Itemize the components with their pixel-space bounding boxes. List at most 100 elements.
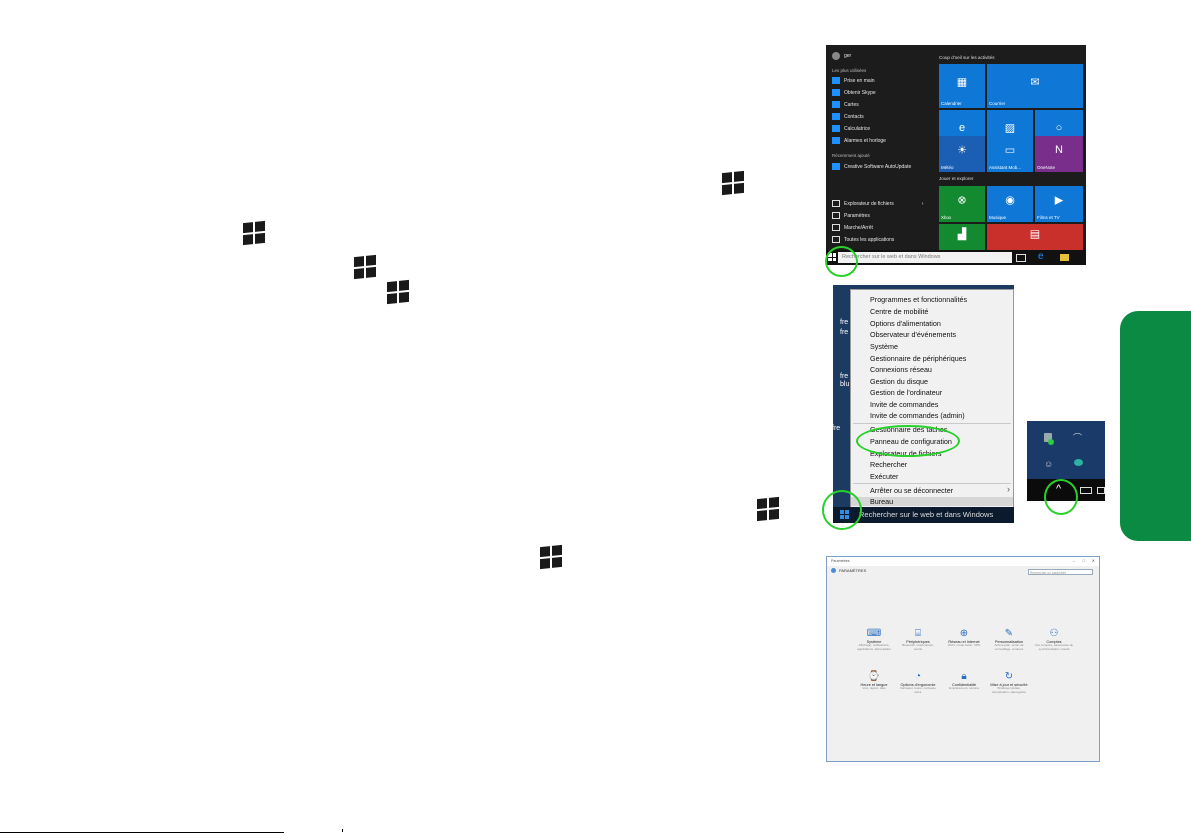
gear-icon <box>831 568 836 573</box>
menu-item-ordinateur[interactable]: Gestion de l'ordinateur <box>870 388 943 397</box>
panneau-configuration-highlight <box>856 425 960 457</box>
defender-icon[interactable] <box>1044 433 1052 442</box>
user-icon[interactable]: ☺ <box>1044 459 1054 469</box>
tile-xbox[interactable]: ⊗Xbox <box>939 186 985 222</box>
start-item-explorer[interactable]: Explorateur de fichiers› <box>832 199 923 208</box>
battery-icon[interactable] <box>1080 487 1092 494</box>
globe-icon: ⊕ <box>959 628 969 639</box>
paint-icon: ✎ <box>1004 628 1014 639</box>
wifi-icon[interactable]: ⌒ <box>1073 433 1083 443</box>
tile-finance[interactable]: ▟ <box>939 224 985 250</box>
chevron-right-icon: › <box>1007 484 1010 494</box>
show-hidden-icons-highlight <box>1044 479 1078 515</box>
search-box[interactable]: Rechercher sur le web et dans Windows <box>859 510 994 519</box>
start-button-highlight <box>825 246 858 277</box>
menu-item-executer[interactable]: Exécuter <box>870 472 899 481</box>
menu-separator <box>853 423 1011 424</box>
start-item-skype[interactable]: Obtenir Skype <box>832 88 876 97</box>
start-item-alarmes[interactable]: Alarmes et horloge <box>832 136 886 145</box>
settings-header: PARAMÈTRES <box>831 568 866 573</box>
menu-item-systeme[interactable]: Système <box>870 342 898 351</box>
tile-courrier[interactable]: ✉Courrier <box>987 64 1083 108</box>
start-button-highlight <box>822 490 862 530</box>
settings-tile-peripheriques[interactable]: ⌸ Périphériques Bluetooth, imprimantes, … <box>898 628 938 652</box>
tile-news[interactable]: ▤ <box>987 224 1083 250</box>
display-icon[interactable] <box>1097 487 1105 494</box>
start-item-calculatrice[interactable]: Calculatrice <box>832 124 870 133</box>
folder-icon <box>832 200 840 207</box>
tile-calendrier[interactable]: ▦Calendrier <box>939 64 985 108</box>
chart-icon: ▟ <box>957 228 967 241</box>
start-item-contacts[interactable]: Contacts <box>832 112 864 121</box>
ease-of-access-icon: ◔ <box>914 671 922 682</box>
maps-icon <box>832 101 840 108</box>
chevron-right-icon: › <box>921 200 924 207</box>
skype-icon <box>832 89 840 96</box>
user-account[interactable]: ger <box>832 51 851 60</box>
windows-key-icon <box>722 170 744 196</box>
start-item-power[interactable]: Marche/Arrêt <box>832 223 873 232</box>
settings-tile-reseau[interactable]: ⊕ Réseau et Internet Wi-Fi, mode Avion, … <box>944 628 984 648</box>
menu-item-disque[interactable]: Gestion du disque <box>870 377 928 386</box>
start-item-settings[interactable]: Paramètres <box>832 211 870 220</box>
menu-item-rechercher[interactable]: Rechercher <box>870 460 908 469</box>
menu-item-peripheriques[interactable]: Gestionnaire de périphériques <box>870 354 967 363</box>
person-icon: ⚇ <box>1049 628 1059 639</box>
search-box[interactable]: Rechercher sur le web et dans Windows <box>838 252 1012 263</box>
menu-item-invite[interactable]: Invite de commandes <box>870 400 939 409</box>
start-menu-screenshot: ger Les plus utilisées Prise en main Obt… <box>826 45 1086 265</box>
windows-key-icon <box>243 220 265 246</box>
menu-item-programmes[interactable]: Programmes et fonctionnalités <box>870 295 968 304</box>
menu-item-invite-admin[interactable]: Invite de commandes (admin) <box>870 411 965 420</box>
maximize-icon[interactable]: □ <box>1082 558 1085 563</box>
power-icon <box>832 224 840 231</box>
menu-item-arreter[interactable]: Arrêter ou se déconnecter <box>870 486 954 495</box>
network-icon[interactable] <box>1074 459 1083 466</box>
creative-icon <box>832 163 840 170</box>
settings-tile-heure-langue[interactable]: ⌚ Heure et langue Voix, région, date <box>854 671 894 691</box>
music-icon: ◉ <box>1005 194 1015 207</box>
menu-item-observateur[interactable]: Observateur d'événements <box>870 330 957 339</box>
time-language-icon: ⌚ <box>867 671 881 682</box>
check-badge-icon <box>1048 439 1054 445</box>
onenote-icon: N <box>1055 144 1063 157</box>
task-view-icon[interactable] <box>1016 254 1026 262</box>
settings-tile-comptes[interactable]: ⚇ Comptes Vos comptes, paramètres de syn… <box>1034 628 1074 651</box>
tile-assistant[interactable]: ▭Assistant Mob... <box>987 136 1033 172</box>
start-item-creative[interactable]: Creative Software AutoUpdate <box>832 162 911 171</box>
sun-icon: ☀ <box>957 144 967 157</box>
settings-tile-systeme[interactable]: ⌨ Système Affichage, notifications, appl… <box>854 628 894 652</box>
tile-meteo[interactable]: ☀Météo <box>939 136 985 172</box>
alarm-icon <box>832 137 840 144</box>
menu-item-bureau[interactable]: Bureau <box>851 497 1013 506</box>
close-icon[interactable]: ✕ <box>1091 558 1095 563</box>
title-bar: Paramètres – □ ✕ <box>827 557 1099 566</box>
settings-tile-mise-a-jour[interactable]: ↻ Mise à jour et sécurité Windows Update… <box>990 671 1028 694</box>
lock-icon: 🔒︎ <box>961 671 967 682</box>
menu-item-mobilite[interactable]: Centre de mobilité <box>870 307 929 316</box>
start-item-prise-en-main[interactable]: Prise en main <box>832 76 875 85</box>
settings-window-screenshot: Paramètres – □ ✕ PARAMÈTRES Rechercher u… <box>826 556 1100 762</box>
edge-taskbar-icon[interactable]: e <box>1038 251 1044 262</box>
tile-films[interactable]: ▶Films et TV <box>1035 186 1083 222</box>
chapter-side-tab <box>1120 311 1191 541</box>
settings-search-input[interactable]: Rechercher un paramètre <box>1028 569 1093 575</box>
menu-item-alimentation[interactable]: Options d'alimentation <box>870 319 941 328</box>
minimize-icon[interactable]: – <box>1072 558 1075 563</box>
calendar-icon: ▦ <box>956 76 968 89</box>
laptop-icon: ⌨ <box>866 628 882 639</box>
settings-tile-personnalisation[interactable]: ✎ Personnalisation Arrière-plan, écran d… <box>989 628 1029 652</box>
calculator-icon <box>832 125 840 132</box>
settings-tile-confidentialite[interactable]: 🔒︎ Confidentialité Emplacement, caméra <box>944 671 984 691</box>
folder-taskbar-icon[interactable] <box>1060 254 1069 261</box>
menu-item-reseau[interactable]: Connexions réseau <box>870 365 932 374</box>
tile-musique[interactable]: ◉Musique <box>987 186 1033 222</box>
windows-key-icon <box>757 496 779 522</box>
phone-icon: ▭ <box>1004 144 1016 157</box>
menu-separator <box>853 483 1011 484</box>
start-item-cartes[interactable]: Cartes <box>832 100 859 109</box>
start-item-all-apps[interactable]: Toutes les applications <box>832 235 894 244</box>
start-tiles: Coup d'oeil sur les activités ▦Calendrie… <box>936 45 1086 250</box>
settings-tile-ergonomie[interactable]: ◔ Options d'ergonomie Narrateur, loupe, … <box>898 671 938 695</box>
